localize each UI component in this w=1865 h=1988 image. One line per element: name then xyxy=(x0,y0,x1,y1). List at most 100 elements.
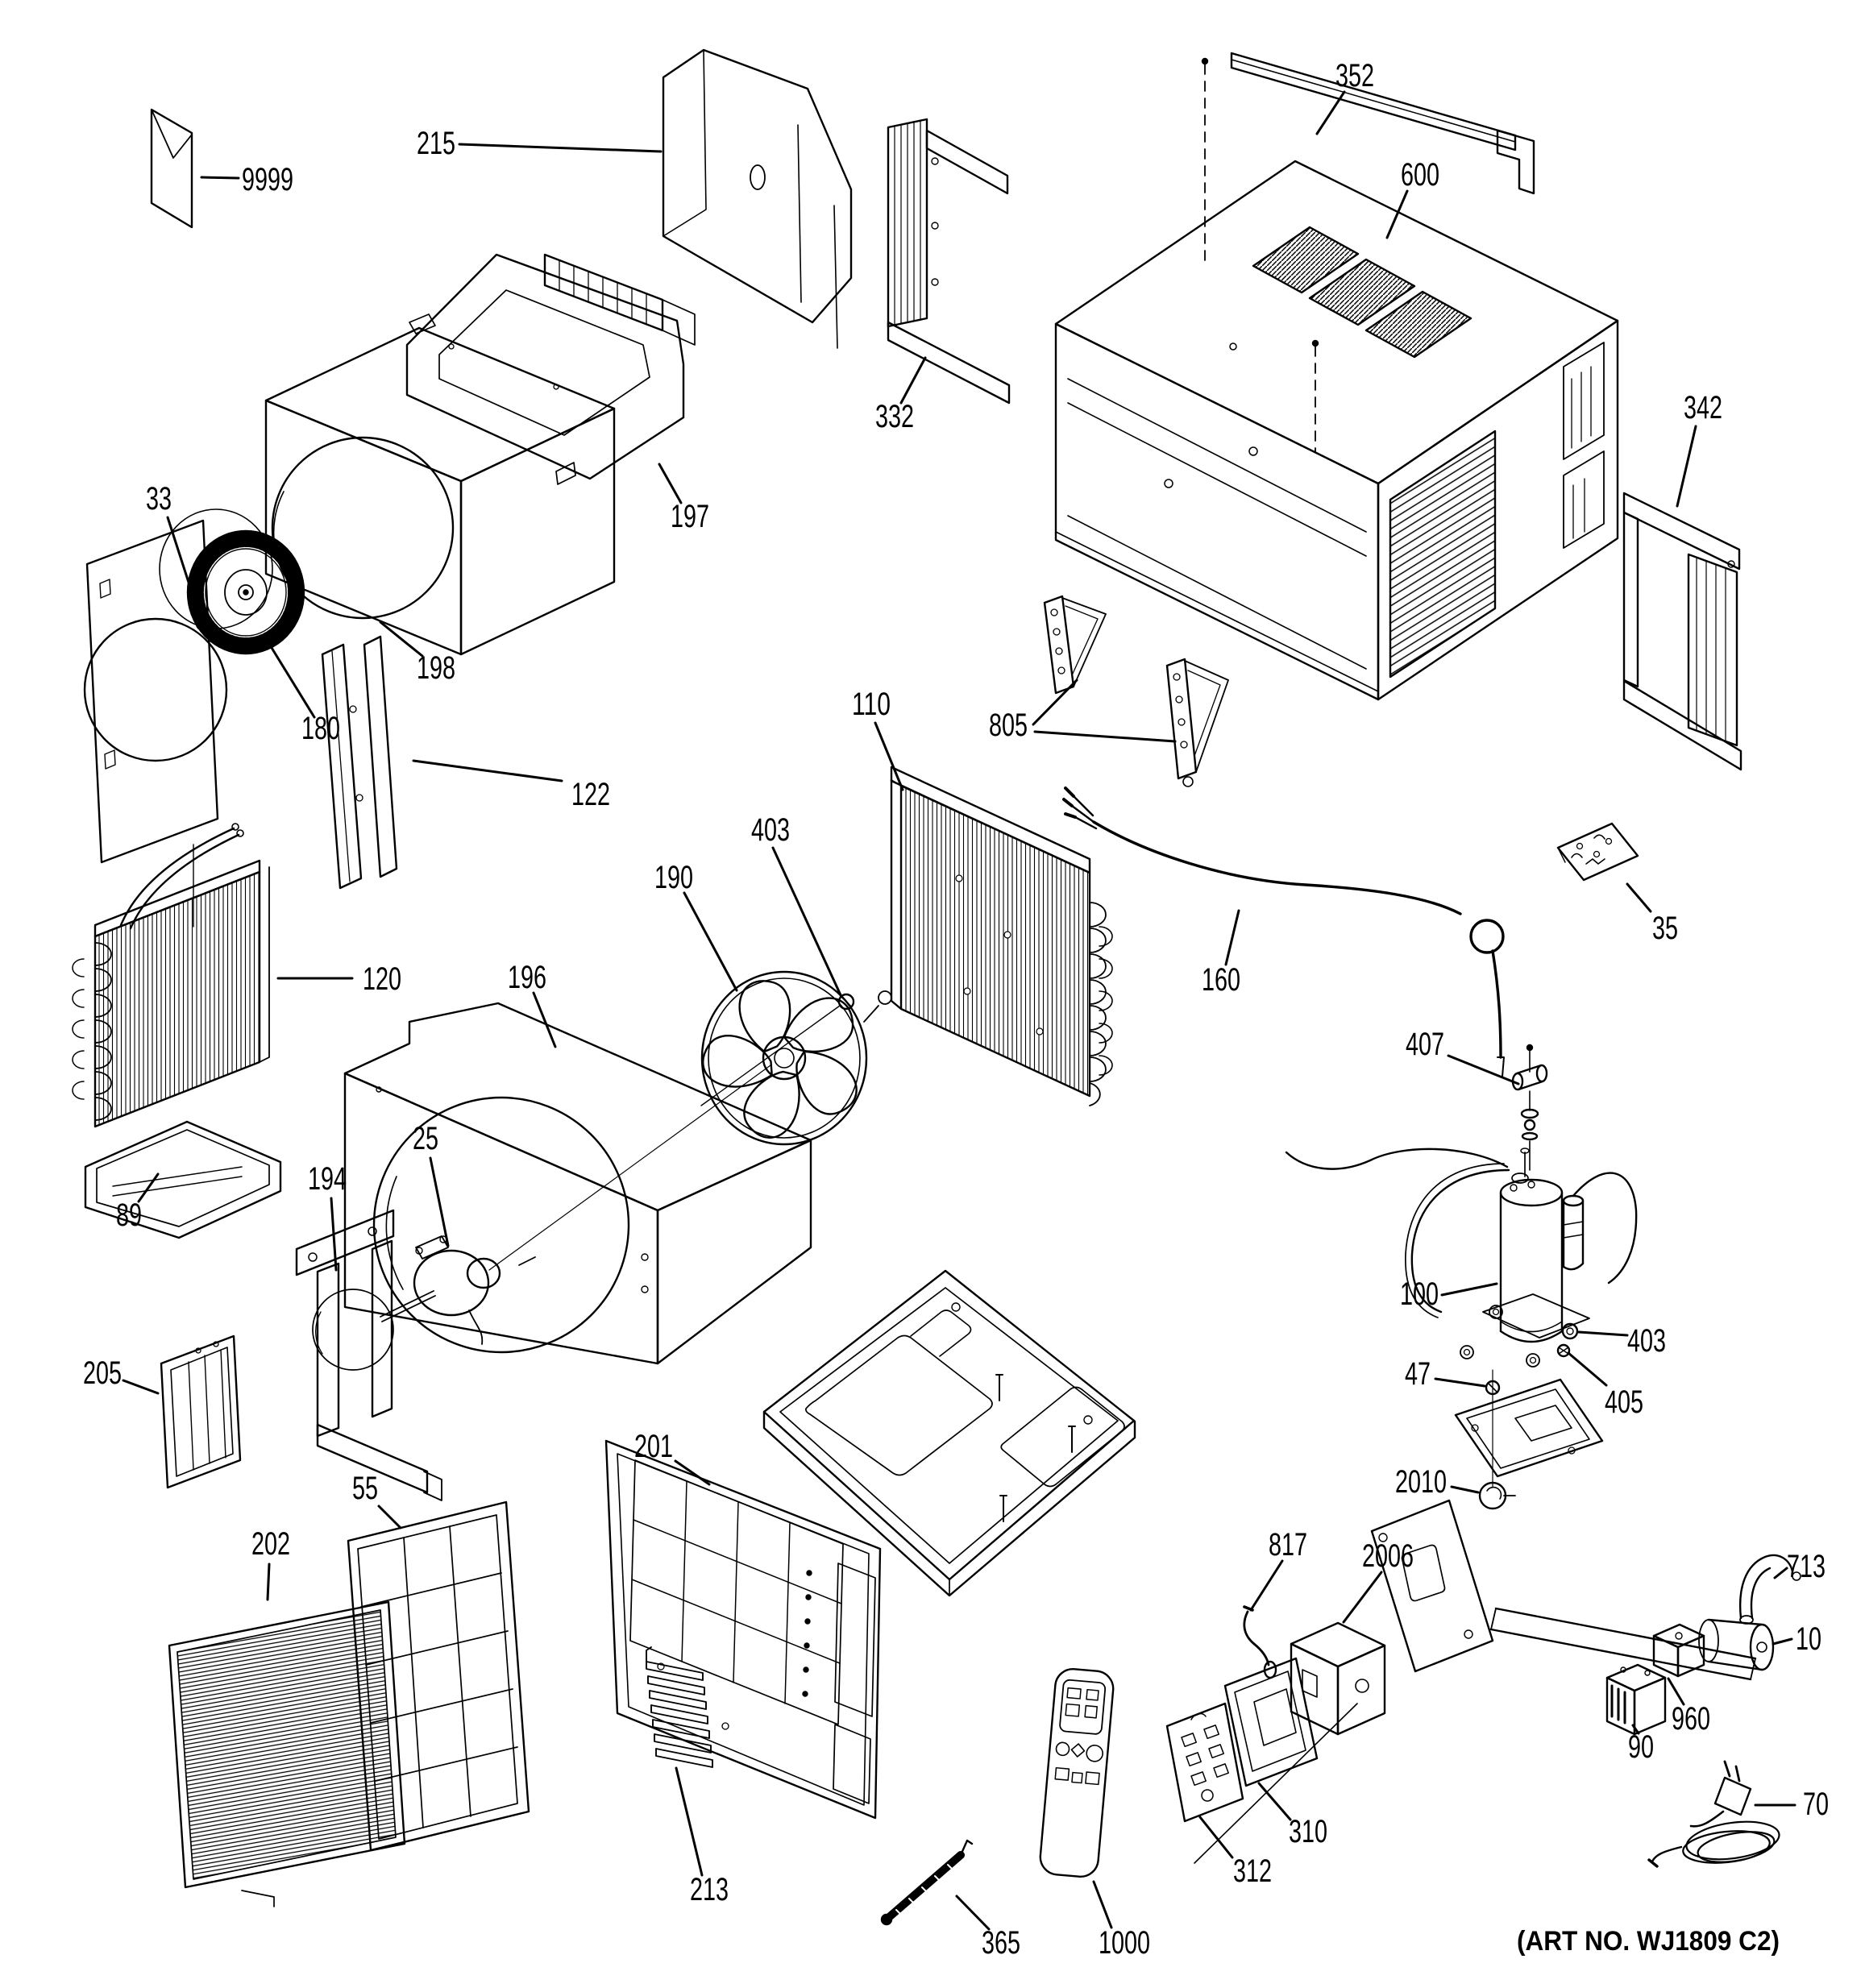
part-number-label-47: 47 xyxy=(1405,1356,1431,1392)
part-support-bracket-left xyxy=(1043,595,1107,695)
part-number-label-352: 352 xyxy=(1335,58,1374,93)
part-number-label-600: 600 xyxy=(1401,157,1439,193)
part-instruction-envelope xyxy=(150,108,193,229)
part-power-transformer xyxy=(1605,1663,1667,1736)
leader-213 xyxy=(675,1766,704,1877)
part-right-vent-curtain xyxy=(1622,492,1742,771)
part-vent-elbow xyxy=(1739,1554,1801,1625)
leader-202 xyxy=(266,1563,271,1601)
leader-365 xyxy=(955,1895,991,1931)
part-wiring-harness xyxy=(1062,786,1505,1077)
part-fan-screw xyxy=(837,993,855,1011)
part-number-label-817: 817 xyxy=(1269,1527,1307,1563)
part-number-label-713: 713 xyxy=(1787,1549,1826,1584)
part-number-label-180: 180 xyxy=(301,711,340,746)
part-filter-frame xyxy=(347,1500,530,1852)
leader-198 xyxy=(379,620,424,658)
leader-352 xyxy=(1315,90,1346,135)
part-number-label-365: 365 xyxy=(982,1925,1020,1961)
leader-312 xyxy=(1198,1816,1234,1859)
part-vent-assembly xyxy=(1489,1607,1775,1681)
leader-122 xyxy=(412,759,563,782)
part-number-label-2010: 2010 xyxy=(1395,1464,1447,1500)
part-number-label-403b: 403 xyxy=(1627,1323,1666,1359)
part-number-label-201: 201 xyxy=(634,1429,673,1464)
part-evaporator-coil xyxy=(72,823,270,1128)
leader-215 xyxy=(458,143,663,153)
leader-310 xyxy=(1257,1782,1292,1821)
part-number-label-805: 805 xyxy=(989,708,1028,743)
part-top-air-deflector xyxy=(405,253,696,480)
part-number-label-960: 960 xyxy=(1672,1701,1710,1737)
part-remote-control xyxy=(1039,1667,1115,1878)
part-blower-screw xyxy=(195,616,211,632)
leader-332 xyxy=(899,356,927,405)
part-number-label-342: 342 xyxy=(1684,390,1722,425)
part-outer-cabinet xyxy=(1054,160,1619,701)
leader-817 xyxy=(1249,1559,1284,1612)
part-insulation-partition xyxy=(662,48,853,349)
leader-47 xyxy=(1434,1377,1486,1388)
part-number-label-190: 190 xyxy=(654,860,693,895)
part-control-board xyxy=(1194,1657,1358,1864)
part-fan-shroud xyxy=(343,1002,812,1365)
part-power-board xyxy=(1556,822,1639,882)
part-number-label-2006: 2006 xyxy=(1362,1538,1414,1574)
part-number-label-332: 332 xyxy=(875,399,914,434)
part-front-grille xyxy=(604,1439,882,1820)
part-number-label-33: 33 xyxy=(146,481,172,517)
part-transformer-small xyxy=(1652,1623,1705,1678)
leader-35 xyxy=(1626,882,1652,913)
leader-403b xyxy=(1577,1330,1629,1337)
leader-403a xyxy=(771,846,843,998)
part-number-label-9999: 9999 xyxy=(242,162,293,197)
part-number-label-55: 55 xyxy=(352,1471,378,1506)
part-motor-bracket xyxy=(295,1209,442,1501)
part-number-label-213: 213 xyxy=(690,1872,729,1907)
part-number-label-70: 70 xyxy=(1803,1787,1829,1822)
part-blower-wheel xyxy=(159,508,305,655)
leader-25 xyxy=(429,1156,450,1247)
part-number-label-90: 90 xyxy=(1628,1729,1654,1765)
part-number-label-122: 122 xyxy=(571,777,610,812)
part-louver-vanes xyxy=(646,1646,713,1768)
part-number-label-198: 198 xyxy=(417,650,455,686)
part-number-label-405: 405 xyxy=(1605,1384,1643,1420)
part-support-bracket-right xyxy=(1165,658,1229,787)
part-number-label-407: 407 xyxy=(1406,1027,1444,1062)
part-air-filter-mesh xyxy=(168,1600,406,1907)
leader-90 xyxy=(1631,1724,1640,1735)
leader-33 xyxy=(166,516,201,619)
part-vent-door xyxy=(160,1334,242,1489)
leader-201 xyxy=(674,1459,711,1486)
part-base-pan xyxy=(762,1269,1136,1597)
part-number-label-312: 312 xyxy=(1233,1853,1272,1889)
part-partition-bracket xyxy=(1370,1499,1494,1673)
leader-9999 xyxy=(200,176,240,180)
leader-2010 xyxy=(1450,1485,1480,1494)
leader-194 xyxy=(330,1197,338,1272)
part-number-label-10: 10 xyxy=(1796,1621,1821,1657)
part-number-label-196: 196 xyxy=(508,960,546,995)
leader-89 xyxy=(137,1172,160,1203)
part-left-vent-curtain xyxy=(887,118,1011,405)
part-number-label-205: 205 xyxy=(83,1355,122,1391)
part-number-label-310: 310 xyxy=(1289,1814,1327,1849)
part-condenser-coil xyxy=(863,766,1113,1106)
leader-10 xyxy=(1772,1637,1793,1646)
part-number-label-1000: 1000 xyxy=(1099,1925,1150,1961)
part-ground-strip xyxy=(880,1839,974,1926)
part-compressor-grommet xyxy=(1561,1322,1579,1340)
leader-600 xyxy=(1385,189,1409,239)
leader-160 xyxy=(1224,909,1240,966)
leader-100 xyxy=(1440,1282,1498,1297)
leader-2006 xyxy=(1342,1571,1383,1624)
art-number-label: (ART NO. WJ1809 C2) xyxy=(1517,1926,1780,1957)
part-number-label-215: 215 xyxy=(417,126,455,161)
part-number-label-160: 160 xyxy=(1202,962,1240,998)
leader-180 xyxy=(268,642,316,719)
part-condenser-fan-blade xyxy=(700,970,868,1146)
part-number-label-35: 35 xyxy=(1652,911,1678,946)
